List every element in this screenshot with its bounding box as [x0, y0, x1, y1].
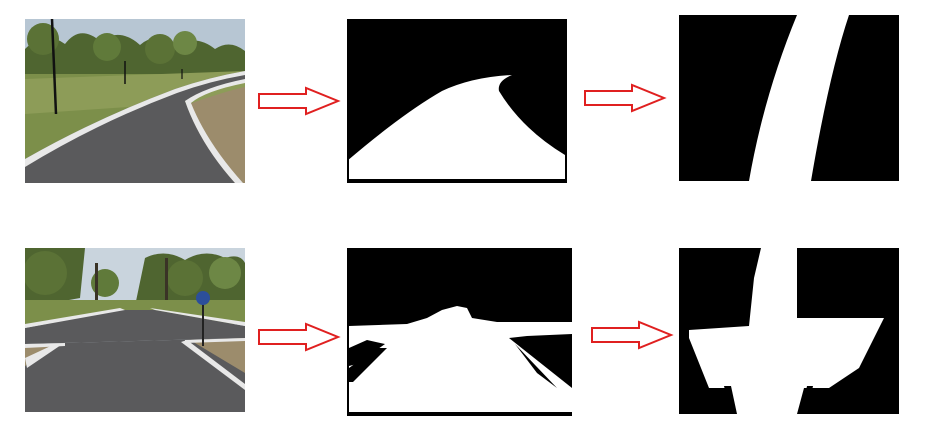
segmentation-mask-curved-road — [347, 19, 567, 183]
arrow-right-icon — [591, 320, 674, 350]
arrow-right-icon — [258, 322, 341, 352]
segmentation-mask-t-intersection — [347, 248, 572, 416]
camera-view-t-intersection — [25, 248, 245, 412]
camera-view-curved-road — [25, 19, 245, 183]
birds-eye-view-curved-road — [679, 15, 899, 181]
arrow-right-icon — [258, 86, 341, 116]
arrow-right-icon — [584, 83, 667, 113]
birds-eye-view-t-intersection — [679, 248, 899, 414]
